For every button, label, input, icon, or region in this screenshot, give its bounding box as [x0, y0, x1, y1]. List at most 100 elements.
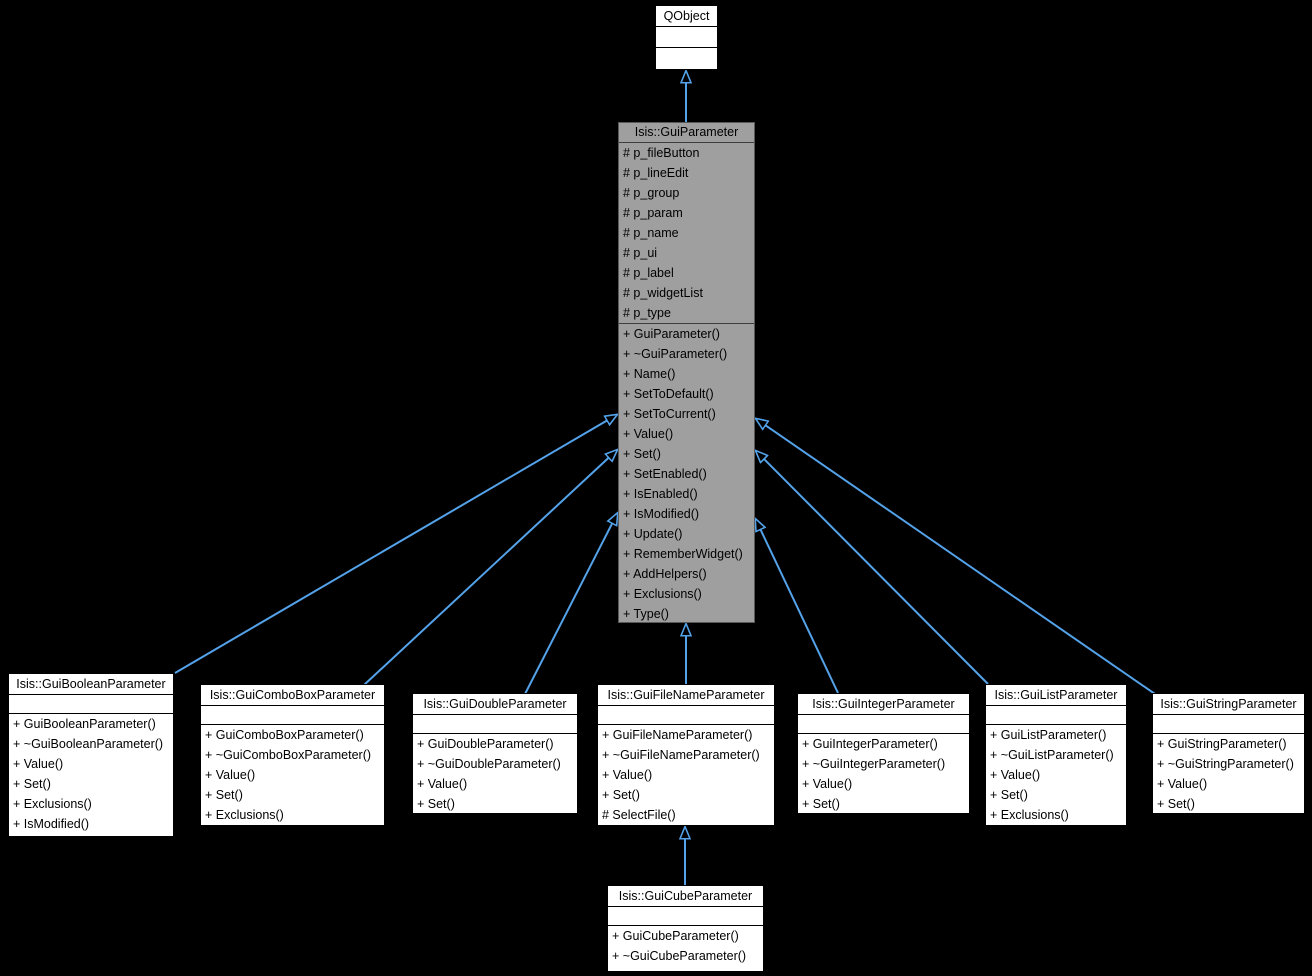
class-attributes	[201, 706, 384, 725]
member-row: # p_group	[623, 186, 680, 200]
class-attributes	[798, 715, 969, 734]
member-row: + Value()	[602, 768, 653, 782]
class-attributes	[9, 695, 173, 714]
class-methods: + GuiBooleanParameter() + ~GuiBooleanPara…	[9, 714, 173, 836]
class-box-guiintegerparameter[interactable]: Isis::GuiIntegerParameter + GuiIntegerPa…	[797, 693, 970, 814]
class-methods: + GuiDoubleParameter() + ~GuiDoubleParame…	[413, 734, 577, 814]
member-row: + ~GuiDoubleParameter()	[417, 757, 561, 771]
member-row: + Exclusions()	[205, 808, 284, 822]
member-row: + Value()	[990, 768, 1041, 782]
class-title: Isis::GuiFileNameParameter	[598, 685, 774, 706]
class-title: Isis::GuiCubeParameter	[608, 886, 763, 907]
member-row: + Value()	[802, 777, 853, 791]
member-row: + Set()	[13, 777, 51, 791]
member-row: # p_param	[623, 206, 683, 220]
class-box-guicubeparameter[interactable]: Isis::GuiCubeParameter + GuiCubeParamete…	[607, 885, 764, 972]
class-title: Isis::GuiDoubleParameter	[413, 694, 577, 715]
member-row: # p_fileButton	[623, 146, 700, 160]
class-attributes	[656, 27, 717, 48]
class-box-qobject[interactable]: QObject	[655, 5, 718, 70]
class-title: Isis::GuiStringParameter	[1153, 694, 1304, 715]
class-title: Isis::GuiBooleanParameter	[9, 674, 173, 695]
class-box-guistringparameter[interactable]: Isis::GuiStringParameter + GuiStringPara…	[1152, 693, 1305, 814]
member-row: + ~GuiParameter()	[623, 347, 728, 361]
member-row: + GuiFileNameParameter()	[602, 728, 753, 742]
member-row: + Set()	[990, 788, 1028, 802]
member-row: + Set()	[205, 788, 243, 802]
member-row: + ~GuiIntegerParameter()	[802, 757, 946, 771]
class-methods: + GuiListParameter() + ~GuiListParameter(…	[986, 725, 1126, 825]
class-attributes	[986, 706, 1126, 725]
edge-combobox-to-guiparameter	[363, 458, 609, 686]
edge-boolean-to-guiparameter	[174, 421, 607, 674]
class-methods: + GuiFileNameParameter() + ~GuiFileNamePa…	[598, 725, 774, 825]
member-row: + Value()	[417, 777, 468, 791]
member-row: + Value()	[205, 768, 256, 782]
member-row: # p_ui	[623, 246, 658, 260]
class-methods: + GuiCubeParameter() + ~GuiCubeParameter(…	[608, 926, 763, 971]
member-row: + SetEnabled()	[623, 467, 707, 481]
edge-string-to-guiparameter	[766, 425, 1156, 695]
member-row: + ~GuiCubeParameter()	[612, 949, 747, 963]
member-row: # p_type	[623, 306, 671, 320]
edge-double-to-guiparameter	[524, 524, 612, 695]
member-row: + RememberWidget()	[623, 547, 743, 561]
class-box-guifilenameparameter[interactable]: Isis::GuiFileNameParameter + GuiFileName…	[597, 684, 775, 826]
member-row: + SetToDefault()	[623, 387, 714, 401]
member-row: # SelectFile()	[602, 808, 676, 822]
member-row: # p_widgetList	[623, 286, 703, 300]
class-methods: + GuiStringParameter() + ~GuiStringParame…	[1153, 734, 1304, 814]
class-attributes	[413, 715, 577, 734]
member-row: # p_lineEdit	[623, 166, 689, 180]
class-attributes	[1153, 715, 1304, 734]
class-attributes	[598, 706, 774, 725]
class-methods: + GuiComboBoxParameter()+ ~GuiComboBoxPa…	[201, 725, 384, 825]
member-row: + IsModified()	[13, 817, 90, 831]
member-row: + AddHelpers()	[623, 567, 707, 581]
member-row: + GuiListParameter()	[990, 728, 1107, 742]
class-methods: + GuiIntegerParameter() + ~GuiIntegerPara…	[798, 734, 969, 814]
class-box-guiparameter: Isis::GuiParameter # p_fileButton# p_lin…	[618, 122, 755, 623]
member-row: + Set()	[417, 797, 455, 811]
member-row: # p_name	[623, 226, 679, 240]
member-row: + Value()	[13, 757, 64, 771]
member-row: + Set()	[623, 447, 661, 461]
member-row: + GuiParameter()	[623, 327, 720, 341]
member-row: + Update()	[623, 527, 683, 541]
class-title: QObject	[656, 6, 717, 27]
class-attributes: # p_fileButton # p_lineEdit # p_group # p_p…	[619, 143, 754, 324]
member-row: + Set()	[602, 788, 640, 802]
member-row: + GuiStringParameter()	[1157, 737, 1287, 751]
member-row: + ~GuiComboBoxParameter()	[205, 748, 372, 762]
class-box-guilistparameter[interactable]: Isis::GuiListParameter + GuiListParamete…	[985, 684, 1127, 826]
member-row: + Type()	[623, 607, 669, 621]
class-methods: + GuiParameter()+ ~GuiParameter()+ Name(…	[619, 324, 754, 624]
member-row: + GuiIntegerParameter()	[802, 737, 938, 751]
member-row: + ~GuiStringParameter()	[1157, 757, 1294, 771]
class-title: Isis::GuiIntegerParameter	[798, 694, 969, 715]
member-row: + ~GuiFileNameParameter()	[602, 748, 760, 762]
class-box-guibooleanparameter[interactable]: Isis::GuiBooleanParameter + GuiBooleanPa…	[8, 673, 174, 837]
member-row: + ~GuiBooleanParameter()	[13, 737, 164, 751]
member-row: + ~GuiListParameter()	[990, 748, 1114, 762]
class-methods	[656, 48, 717, 69]
class-title: Isis::GuiListParameter	[986, 685, 1126, 706]
member-row: + Exclusions()	[623, 587, 702, 601]
member-row: + GuiBooleanParameter()	[13, 717, 156, 731]
class-attributes	[608, 907, 763, 926]
class-title: Isis::GuiComboBoxParameter	[201, 685, 384, 706]
member-row: + Value()	[623, 427, 674, 441]
member-row: + SetToCurrent()	[623, 407, 716, 421]
class-title: Isis::GuiParameter	[619, 123, 754, 143]
class-box-guidoubleparameter[interactable]: Isis::GuiDoubleParameter + GuiDoublePara…	[412, 693, 578, 814]
member-row: + Set()	[802, 797, 840, 811]
member-row: + Exclusions()	[990, 808, 1069, 822]
member-row: + GuiCubeParameter()	[612, 929, 739, 943]
edge-list-to-guiparameter	[764, 459, 989, 685]
member-row: + GuiDoubleParameter()	[417, 737, 554, 751]
class-box-guicomboboxparameter[interactable]: Isis::GuiComboBoxParameter + GuiComboBox…	[200, 684, 385, 826]
member-row: + Set()	[1157, 797, 1195, 811]
edge-integer-to-guiparameter	[761, 530, 839, 694]
